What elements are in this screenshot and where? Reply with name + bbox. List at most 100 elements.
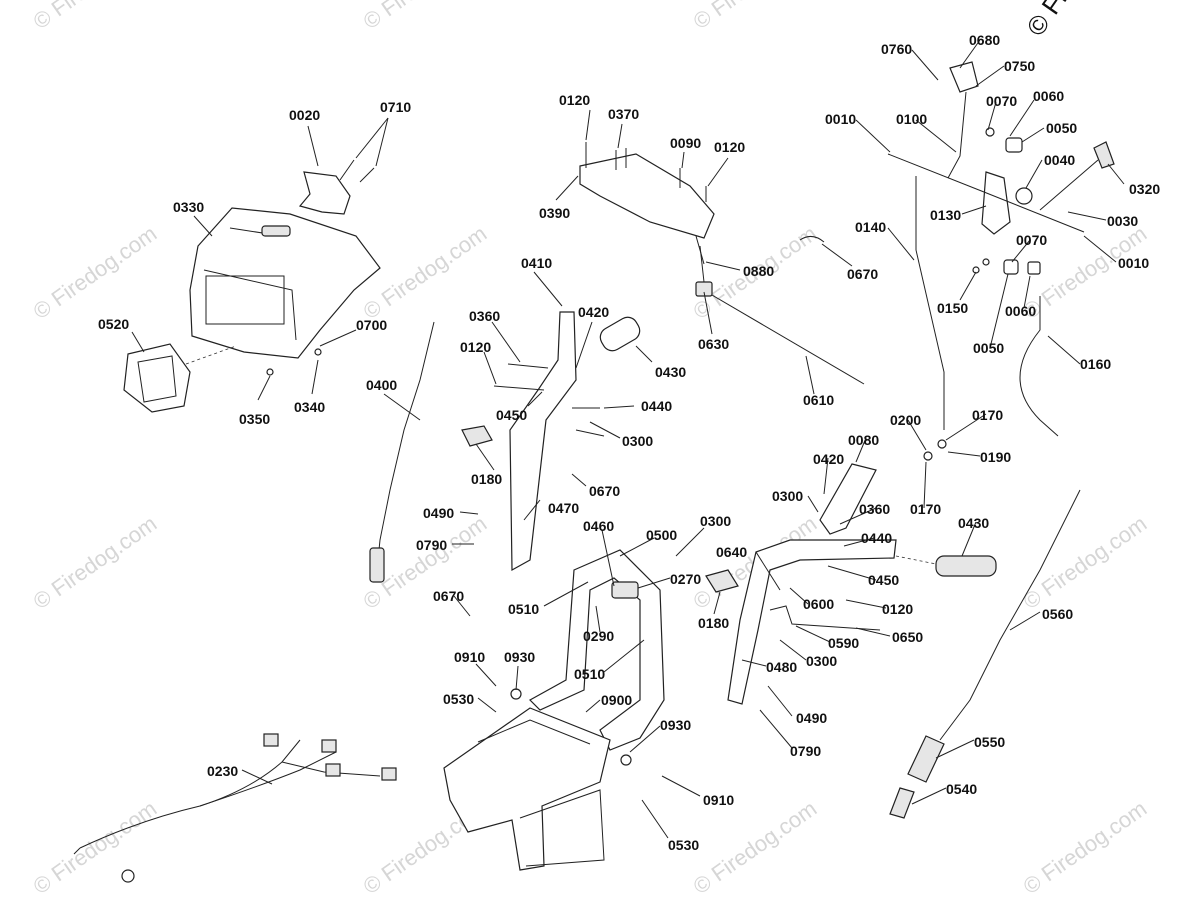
watermark: © Firedog.com — [1019, 796, 1152, 899]
part-label: 0320 — [1129, 181, 1160, 197]
part-label: 0900 — [601, 692, 632, 708]
dash-panel-part — [189, 207, 381, 359]
part-label: 0360 — [469, 308, 500, 324]
part-label: 0880 — [743, 263, 774, 279]
part-label: 0530 — [443, 691, 474, 707]
part-label: 0440 — [641, 398, 672, 414]
part-label: 0020 — [289, 107, 320, 123]
part-label: 0060 — [1033, 88, 1064, 104]
leader-lines — [131, 39, 1125, 839]
part-label: 0710 — [380, 99, 411, 115]
drawing-layer — [73, 61, 1115, 883]
part-label: 0530 — [668, 837, 699, 853]
watermark: © Firedog.com — [29, 0, 162, 34]
part-label: 0140 — [855, 219, 886, 235]
upper-panel-part — [579, 153, 715, 239]
part-label: 0370 — [608, 106, 639, 122]
part-label: 0680 — [969, 32, 1000, 48]
part-label: 0700 — [356, 317, 387, 333]
part-label: 0120 — [460, 339, 491, 355]
part-label: 0640 — [716, 544, 747, 560]
headlight-part — [123, 343, 191, 413]
part-label: 0190 — [980, 449, 1011, 465]
part-label: 0270 — [670, 571, 701, 587]
part-label: 0490 — [423, 505, 454, 521]
part-label: 0050 — [1046, 120, 1077, 136]
part-label: 0500 — [646, 527, 677, 543]
part-label: 0080 — [848, 432, 879, 448]
part-label: 0290 — [583, 628, 614, 644]
part-label: 0090 — [670, 135, 701, 151]
part-labels: 0020 0710 0330 0520 0700 0350 0340 0400 … — [98, 32, 1160, 853]
part-label: 0050 — [973, 340, 1004, 356]
part-label: 0510 — [574, 666, 605, 682]
part-label: 0410 — [521, 255, 552, 271]
part-label: 0480 — [766, 659, 797, 675]
part-label: 0150 — [937, 300, 968, 316]
part-label: 0420 — [578, 304, 609, 320]
watermark: © Firedog.com — [29, 221, 162, 324]
part-label: 0490 — [796, 710, 827, 726]
part-label: 0300 — [622, 433, 653, 449]
part-label: 0520 — [98, 316, 129, 332]
part-label: 0180 — [471, 471, 502, 487]
part-label: 0670 — [847, 266, 878, 282]
part-label: 0300 — [772, 488, 803, 504]
part-label: 0510 — [508, 601, 539, 617]
part-label: 0430 — [655, 364, 686, 380]
copyright-mark: © Fire — [1020, 0, 1085, 41]
part-label: 0300 — [806, 653, 837, 669]
part-label: 0030 — [1107, 213, 1138, 229]
part-label: 0550 — [974, 734, 1005, 750]
part-label: 0540 — [946, 781, 977, 797]
part-label: 0070 — [986, 93, 1017, 109]
part-label: 0070 — [1016, 232, 1047, 248]
part-label: 0930 — [504, 649, 535, 665]
latch-part — [461, 425, 493, 447]
part-label: 0440 — [861, 530, 892, 546]
part-label: 0790 — [416, 537, 447, 553]
part-label: 0100 — [896, 111, 927, 127]
part-label: 0230 — [207, 763, 238, 779]
part-label: 0630 — [698, 336, 729, 352]
part-label: 0330 — [173, 199, 204, 215]
watermark: © Firedog.com — [689, 0, 822, 34]
part-label: 0750 — [1004, 58, 1035, 74]
part-label: 0200 — [890, 412, 921, 428]
watermark: © Firedog.com — [689, 796, 822, 899]
part-label: 0120 — [559, 92, 590, 108]
lower-handle-part — [529, 549, 665, 751]
part-label: 0170 — [972, 407, 1003, 423]
part-label: 0300 — [700, 513, 731, 529]
part-label: 0670 — [433, 588, 464, 604]
part-label: 0450 — [496, 407, 527, 423]
part-label: 0390 — [539, 205, 570, 221]
part-label: 0130 — [930, 207, 961, 223]
part-label: 0460 — [583, 518, 614, 534]
part-label: 0120 — [714, 139, 745, 155]
shift-lever-part — [949, 61, 979, 93]
part-label: 0450 — [868, 572, 899, 588]
part-label: 0010 — [1118, 255, 1149, 271]
part-label: 0910 — [454, 649, 485, 665]
part-label: 0420 — [813, 451, 844, 467]
bracket-part — [298, 171, 351, 215]
part-label: 0160 — [1080, 356, 1111, 372]
part-label: 0600 — [803, 596, 834, 612]
part-label: 0400 — [366, 377, 397, 393]
part-label: 0590 — [828, 635, 859, 651]
watermark: © Firedog.com — [1019, 511, 1152, 614]
part-label: 0560 — [1042, 606, 1073, 622]
part-label: 0060 — [1005, 303, 1036, 319]
wire-harness-part — [79, 739, 301, 849]
part-label: 0040 — [1044, 152, 1075, 168]
base-plate-part — [443, 707, 611, 871]
part-label: 0430 — [958, 515, 989, 531]
part-label: 0170 — [910, 501, 941, 517]
watermark: © Firedog.com — [359, 0, 492, 34]
part-label: 0930 — [660, 717, 691, 733]
watermark: © Firedog.com — [29, 796, 162, 899]
right-handle-lower-part — [727, 539, 897, 705]
part-label: 0010 — [825, 111, 856, 127]
